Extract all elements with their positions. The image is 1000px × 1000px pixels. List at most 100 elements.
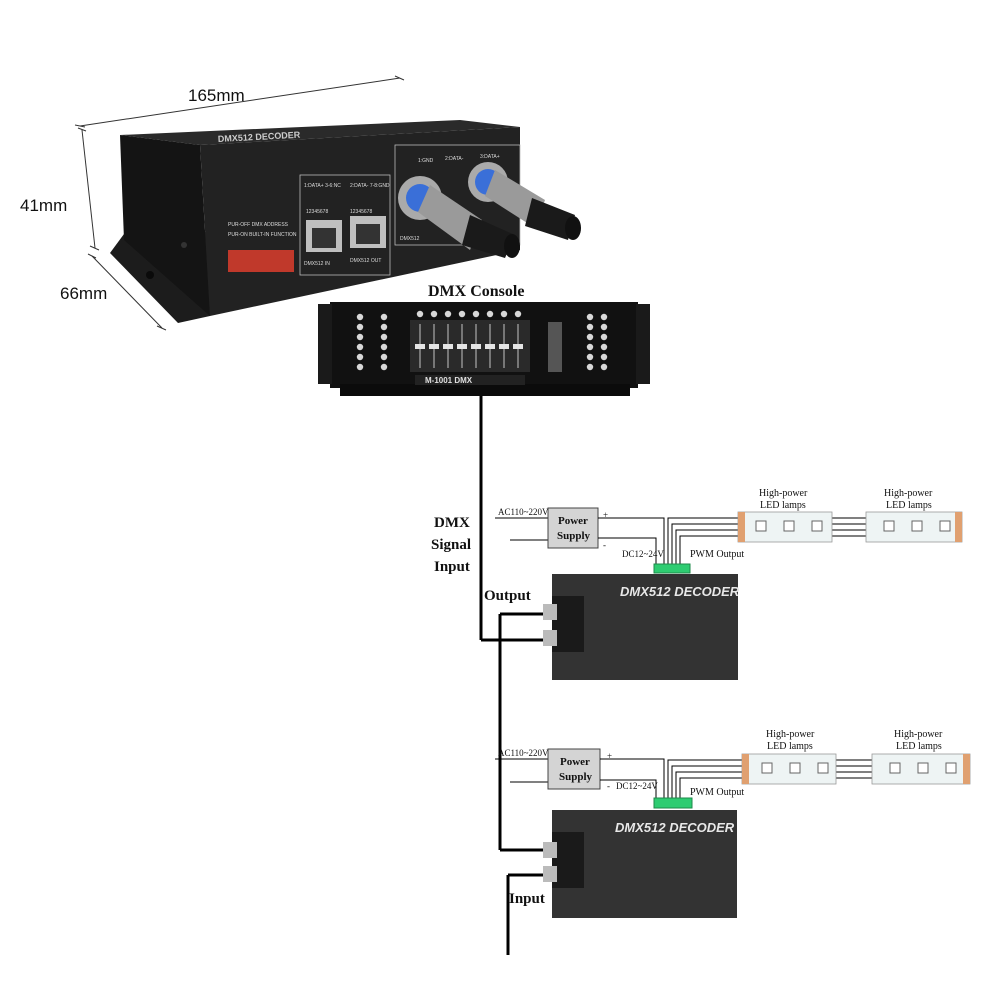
console-button bbox=[586, 313, 594, 321]
switch-label-2: PUR-ON BUILT-IN FUNCTION bbox=[228, 232, 297, 238]
lamp-a-label-1: High-power bbox=[766, 729, 815, 740]
switch-label-1: PUR-OFF DMX ADDRESS bbox=[228, 222, 289, 228]
console-button bbox=[600, 313, 608, 321]
fader-knob bbox=[485, 344, 495, 349]
console-button bbox=[380, 333, 388, 341]
psu-label-1: Power bbox=[558, 515, 588, 527]
pwm-wires bbox=[667, 517, 866, 568]
width-dimension: 66mm bbox=[60, 284, 107, 303]
console-button bbox=[380, 353, 388, 361]
fader-knob bbox=[443, 344, 453, 349]
plus-label: + bbox=[603, 510, 608, 520]
dmx-console: M-1001 DMX bbox=[318, 302, 650, 396]
console-button bbox=[600, 333, 608, 341]
console-button bbox=[430, 310, 438, 318]
console-title: DMX Console bbox=[428, 283, 524, 300]
led-strip-a bbox=[741, 753, 837, 785]
xlr-header-2: 2:DATA- bbox=[445, 156, 464, 162]
console-button bbox=[586, 323, 594, 331]
length-dimension: 165mm bbox=[188, 86, 245, 105]
led-strip-b bbox=[871, 753, 971, 785]
pwm-label: PWM Output bbox=[690, 549, 744, 560]
decoder-unit-1: AC110~220V Power Supply + - DC12~24V PWM… bbox=[484, 488, 963, 680]
console-button bbox=[472, 310, 480, 318]
power-supply bbox=[547, 507, 599, 549]
console-button bbox=[356, 343, 364, 351]
dc-label: DC12~24V bbox=[616, 781, 658, 791]
master-fader bbox=[548, 322, 562, 372]
xlr-connector-1 bbox=[398, 176, 520, 258]
console-button bbox=[356, 353, 364, 361]
height-dimension: 41mm bbox=[20, 196, 67, 215]
xlr-header-1: 1:GND bbox=[418, 158, 434, 164]
console-button bbox=[486, 310, 494, 318]
decoder-label: DMX512 DECODER bbox=[615, 820, 735, 835]
port-out-header: 2:DATA- 7-8:GND bbox=[350, 183, 390, 189]
console-button bbox=[600, 323, 608, 331]
lamp-a-label-2: LED lamps bbox=[760, 500, 806, 511]
lamp-a-label-1: High-power bbox=[759, 488, 808, 499]
lamp-b-label-1: High-power bbox=[884, 488, 933, 499]
decoder-device: DMX512 DECODER PUR-OFF DMX ADDRESS PUR-O… bbox=[110, 120, 581, 323]
port-in-label: DMX512 IN bbox=[304, 261, 330, 267]
lamp-b-label-1: High-power bbox=[894, 729, 943, 740]
console-model: M-1001 DMX bbox=[425, 376, 473, 385]
console-button bbox=[586, 353, 594, 361]
lamp-b-label-2: LED lamps bbox=[896, 741, 942, 752]
signal-label-2: Signal bbox=[431, 537, 471, 553]
psu-label-1: Power bbox=[560, 756, 590, 768]
decoder-unit-2: AC110~220V Power Supply + - DC12~24V PWM… bbox=[495, 729, 971, 918]
minus-label: - bbox=[603, 540, 606, 550]
console-button bbox=[380, 313, 388, 321]
decoder-label: DMX512 DECODER bbox=[620, 584, 740, 599]
device-top-label: DMX512 DECODER bbox=[218, 130, 301, 144]
psu-label-2: Supply bbox=[557, 530, 591, 542]
fader-knob bbox=[457, 344, 467, 349]
console-button bbox=[380, 363, 388, 371]
signal-label-3: Input bbox=[434, 559, 470, 575]
fader-knob bbox=[415, 344, 425, 349]
signal-label-1: DMX bbox=[434, 515, 470, 531]
port-in-header: 1:DATA+ 3-6:NC bbox=[304, 183, 341, 189]
ac-label: AC110~220V bbox=[498, 507, 549, 517]
lamp-b-label-2: LED lamps bbox=[886, 500, 932, 511]
dc-label: DC12~24V bbox=[622, 549, 664, 559]
minus-label: - bbox=[607, 781, 610, 791]
plus-label: + bbox=[607, 751, 612, 761]
xlr-footer: DMX512 bbox=[400, 236, 420, 242]
console-button bbox=[500, 310, 508, 318]
fader-knob bbox=[429, 344, 439, 349]
terminal-block bbox=[653, 797, 693, 809]
console-button bbox=[380, 323, 388, 331]
fader-knob bbox=[499, 344, 509, 349]
pin-numbers-in: 12345678 bbox=[306, 209, 328, 215]
console-button bbox=[600, 363, 608, 371]
lamp-a-label-2: LED lamps bbox=[767, 741, 813, 752]
dimension-lines bbox=[74, 75, 405, 331]
console-button bbox=[600, 343, 608, 351]
console-button bbox=[586, 333, 594, 341]
psu-label-2: Supply bbox=[559, 771, 593, 783]
console-button bbox=[444, 310, 452, 318]
console-button bbox=[416, 310, 424, 318]
console-button bbox=[586, 363, 594, 371]
power-supply bbox=[547, 748, 601, 790]
xlr-connector-2 bbox=[468, 162, 581, 240]
port-out-label: DMX512 OUT bbox=[350, 258, 381, 264]
xlr-header-3: 3:DATA+ bbox=[480, 154, 500, 160]
console-button bbox=[586, 343, 594, 351]
pwm-label: PWM Output bbox=[690, 787, 744, 798]
fader-knob bbox=[471, 344, 481, 349]
console-button bbox=[356, 313, 364, 321]
console-button bbox=[380, 343, 388, 351]
led-strip-b bbox=[865, 511, 963, 543]
console-button bbox=[600, 353, 608, 361]
pwm-wires bbox=[667, 759, 872, 800]
dip-switch bbox=[228, 250, 294, 272]
terminal-block bbox=[653, 563, 691, 574]
console-button bbox=[356, 333, 364, 341]
led-strip-a bbox=[737, 511, 833, 543]
io-label: Input bbox=[509, 891, 545, 907]
io-label: Output bbox=[484, 588, 531, 604]
pin-numbers-out: 12345678 bbox=[350, 209, 372, 215]
